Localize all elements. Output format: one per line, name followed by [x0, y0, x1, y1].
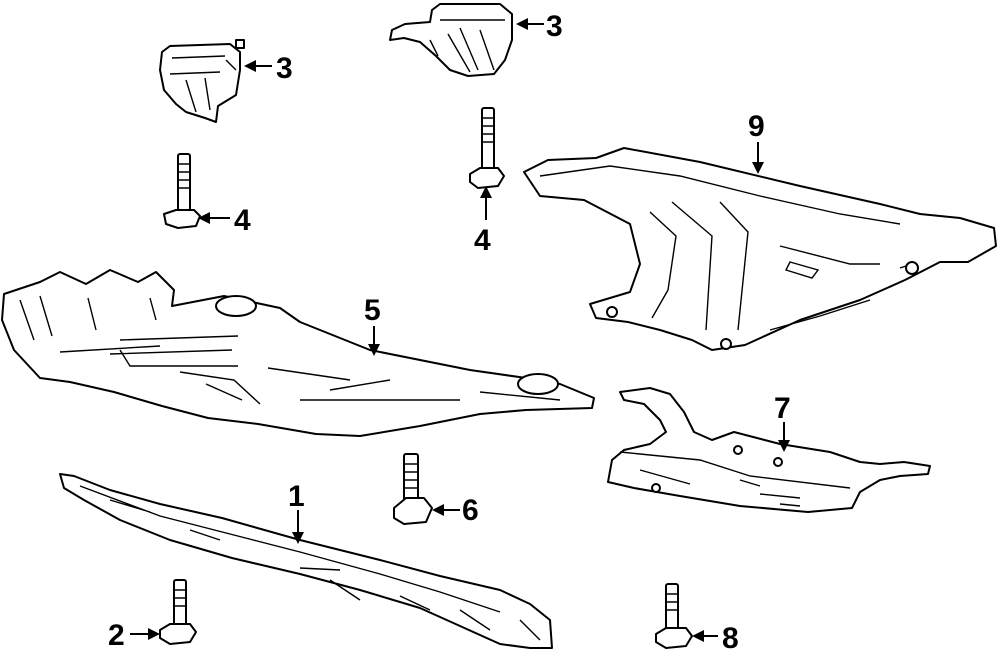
callout-3-right: 3: [546, 10, 563, 43]
callout-5: 5: [364, 294, 381, 327]
callout-7: 7: [774, 392, 791, 425]
bolt-right: [469, 107, 505, 189]
callout-8: 8: [722, 622, 739, 655]
bolt-lower-left: [159, 579, 197, 645]
bolt-center: [393, 453, 433, 525]
mount-bracket-left: [159, 39, 245, 123]
leader-lines: [130, 18, 790, 642]
callout-9: 9: [748, 110, 765, 143]
callout-1: 1: [288, 480, 305, 513]
air-deflector: [59, 473, 553, 649]
mount-bracket-right: [389, 3, 513, 77]
bolt-lower-right: [655, 583, 693, 649]
callout-3-left: 3: [276, 52, 293, 85]
callout-2: 2: [108, 619, 125, 652]
skid-plate-center: [1, 269, 595, 437]
skid-plate-lower: [607, 387, 931, 513]
callout-labels: 1 2 3 3 4 4 5 6 7 8 9: [108, 10, 791, 655]
bolt-left: [163, 153, 201, 229]
skid-plate-upper: [523, 147, 997, 351]
callout-4-right: 4: [474, 224, 491, 257]
callout-4-left: 4: [234, 204, 251, 237]
callout-6: 6: [462, 494, 479, 527]
